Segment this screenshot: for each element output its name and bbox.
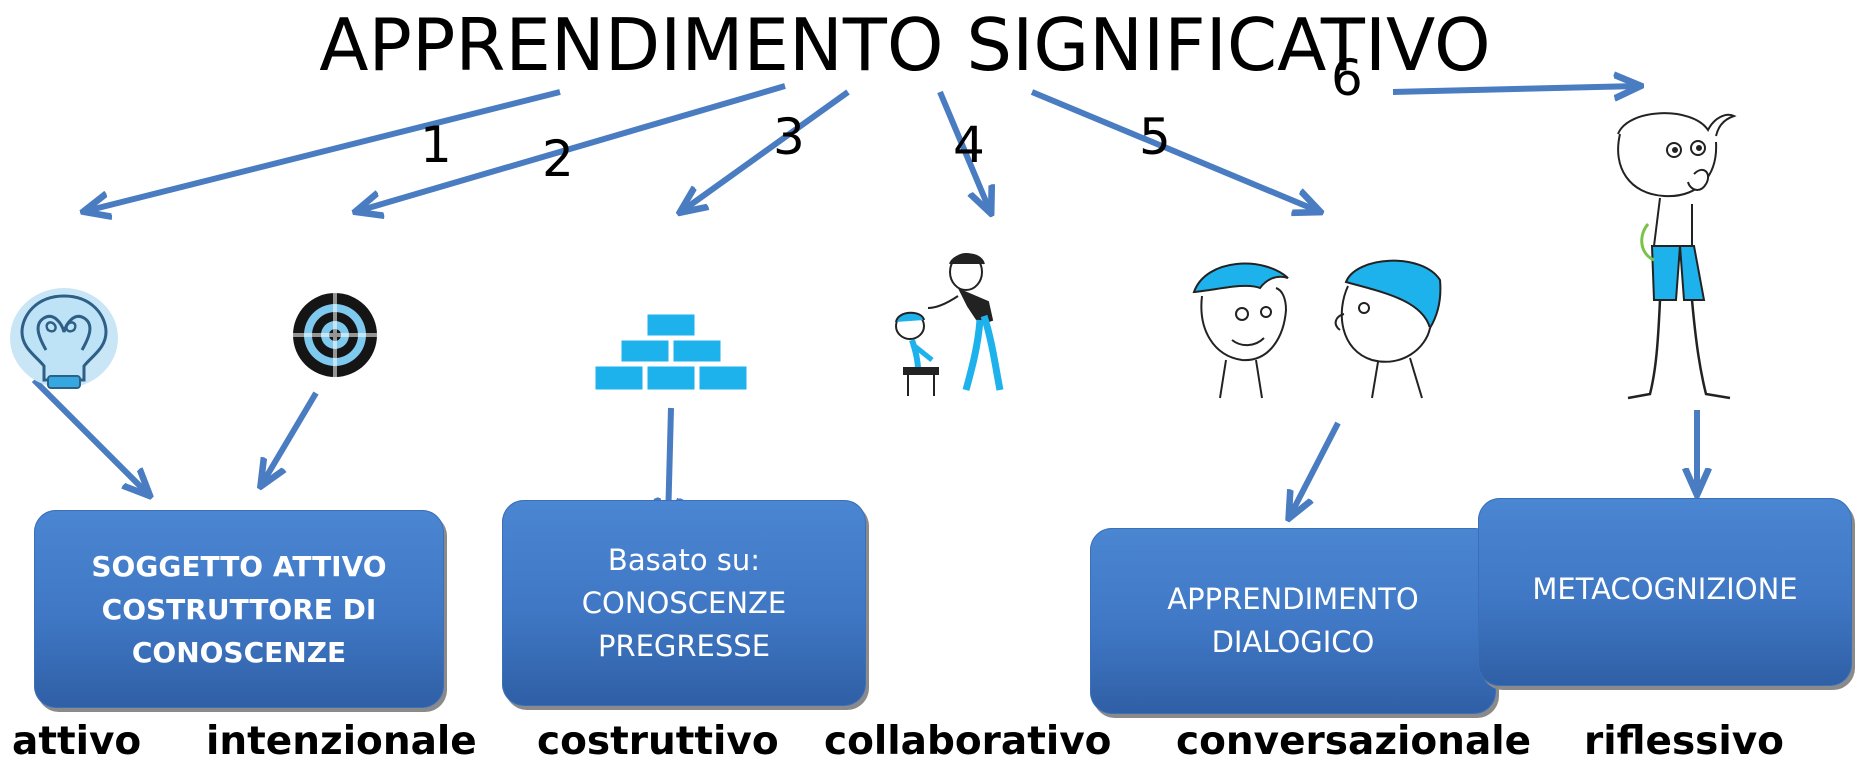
arrow-boys-to-box [1290, 421, 1341, 516]
bricks-icon [594, 311, 748, 393]
arrow-4 [937, 90, 990, 211]
caption-intenzionale: intenzionale [206, 719, 477, 764]
arrow-3 [682, 89, 850, 211]
box-apprendimento-dialogico-text: APPRENDIMENTO DIALOGICO [1167, 582, 1419, 659]
thinking-boy-icon [1617, 112, 1737, 400]
lightbulb-icon [10, 288, 118, 389]
two-boys-icon [1192, 259, 1442, 399]
target-icon [293, 293, 377, 377]
adult-child-icon [895, 253, 1004, 396]
caption-conversazionale: conversazionale [1176, 719, 1532, 764]
box-soggetto-attivo-text: SOGGETTO ATTIVO COSTRUTTORE DI CONOSCENZ… [91, 549, 387, 669]
step-number-6: 6 [1331, 49, 1363, 107]
diagram-title: APPRENDIMENTO SIGNIFICATIVO [319, 3, 1491, 87]
caption-costruttivo: costruttivo [537, 719, 779, 764]
box-metacognizione-text: METACOGNIZIONE [1532, 572, 1798, 606]
step-number-4: 4 [953, 116, 985, 174]
arrow-2 [358, 83, 786, 211]
step-number-3: 3 [773, 108, 805, 166]
box-conoscenze-pregresse-text: Basato su: CONOSCENZE PREGRESSE [581, 542, 787, 663]
box-conoscenze-pregresse: Basato su: CONOSCENZE PREGRESSE [502, 500, 866, 706]
box-apprendimento-dialogico: APPRENDIMENTO DIALOGICO [1090, 528, 1496, 714]
arrow-1 [86, 89, 561, 211]
arrow-bulb-to-box [31, 377, 148, 494]
box-soggetto-attivo: SOGGETTO ATTIVO COSTRUTTORE DI CONOSCENZ… [34, 510, 444, 708]
caption-riflessivo: riflessivo [1584, 719, 1784, 764]
step-number-2: 2 [542, 130, 574, 188]
box-metacognizione: METACOGNIZIONE [1478, 498, 1852, 686]
arrow-5 [1030, 89, 1318, 211]
step-number-1: 1 [420, 116, 452, 174]
arrow-6 [1392, 86, 1638, 92]
step-number-5: 5 [1139, 108, 1171, 166]
caption-attivo: attivo [12, 719, 142, 764]
arrow-target-to-box [262, 391, 319, 484]
caption-collaborativo: collaborativo [824, 719, 1112, 764]
